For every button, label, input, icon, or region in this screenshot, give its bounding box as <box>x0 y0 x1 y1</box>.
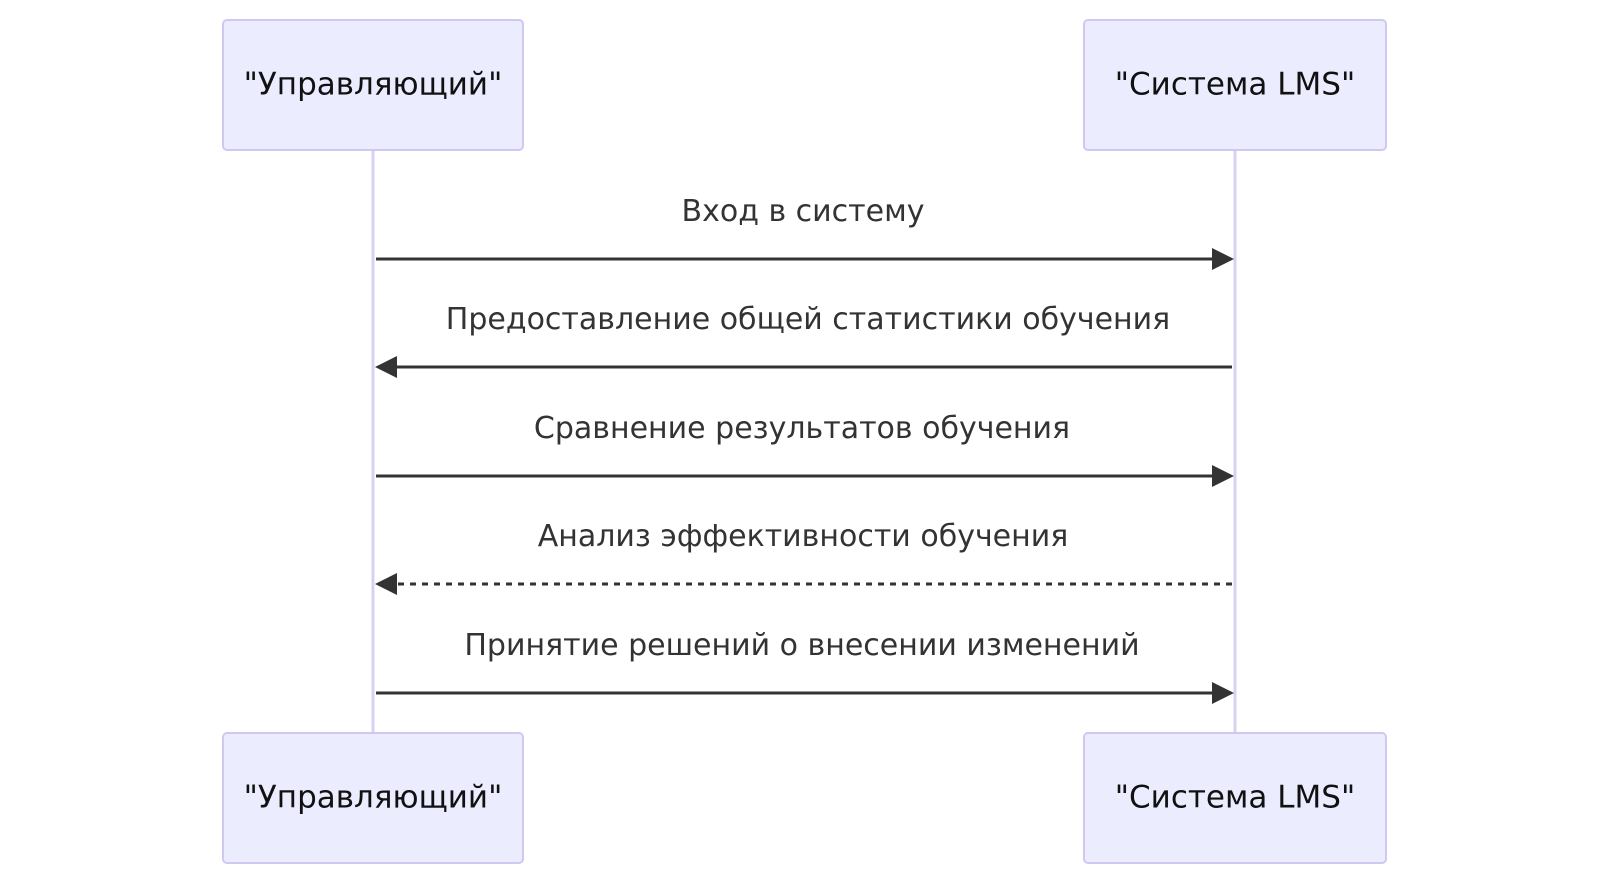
actor-top-lms: "Система LMS" <box>1083 19 1387 151</box>
actor-label: "Управляющий" <box>244 67 503 103</box>
message-label: Предоставление общей статистики обучения <box>446 302 1170 337</box>
message-4: Анализ эффективности обучения <box>375 519 1232 595</box>
message-2: Предоставление общей статистики обучения <box>375 302 1232 378</box>
arrowhead-right <box>1212 682 1234 704</box>
actor-bottom-lms: "Система LMS" <box>1083 732 1387 864</box>
message-3: Сравнение результатов обучения <box>376 411 1234 487</box>
message-5: Принятие решений о внесении изменений <box>376 628 1234 704</box>
actor-label: "Система LMS" <box>1115 67 1355 103</box>
message-1: Вход в систему <box>376 194 1234 270</box>
actor-top-manager: "Управляющий" <box>222 19 524 151</box>
message-label: Вход в систему <box>682 194 925 229</box>
message-label: Принятие решений о внесении изменений <box>464 628 1139 663</box>
actor-label: "Управляющий" <box>244 780 503 816</box>
actor-label: "Система LMS" <box>1115 780 1355 816</box>
arrowhead-left <box>375 356 397 378</box>
arrowhead-right <box>1212 465 1234 487</box>
actor-bottom-manager: "Управляющий" <box>222 732 524 864</box>
message-label: Анализ эффективности обучения <box>538 519 1069 554</box>
arrowhead-right <box>1212 248 1234 270</box>
arrowhead-left <box>375 573 397 595</box>
message-label: Сравнение результатов обучения <box>534 411 1070 446</box>
